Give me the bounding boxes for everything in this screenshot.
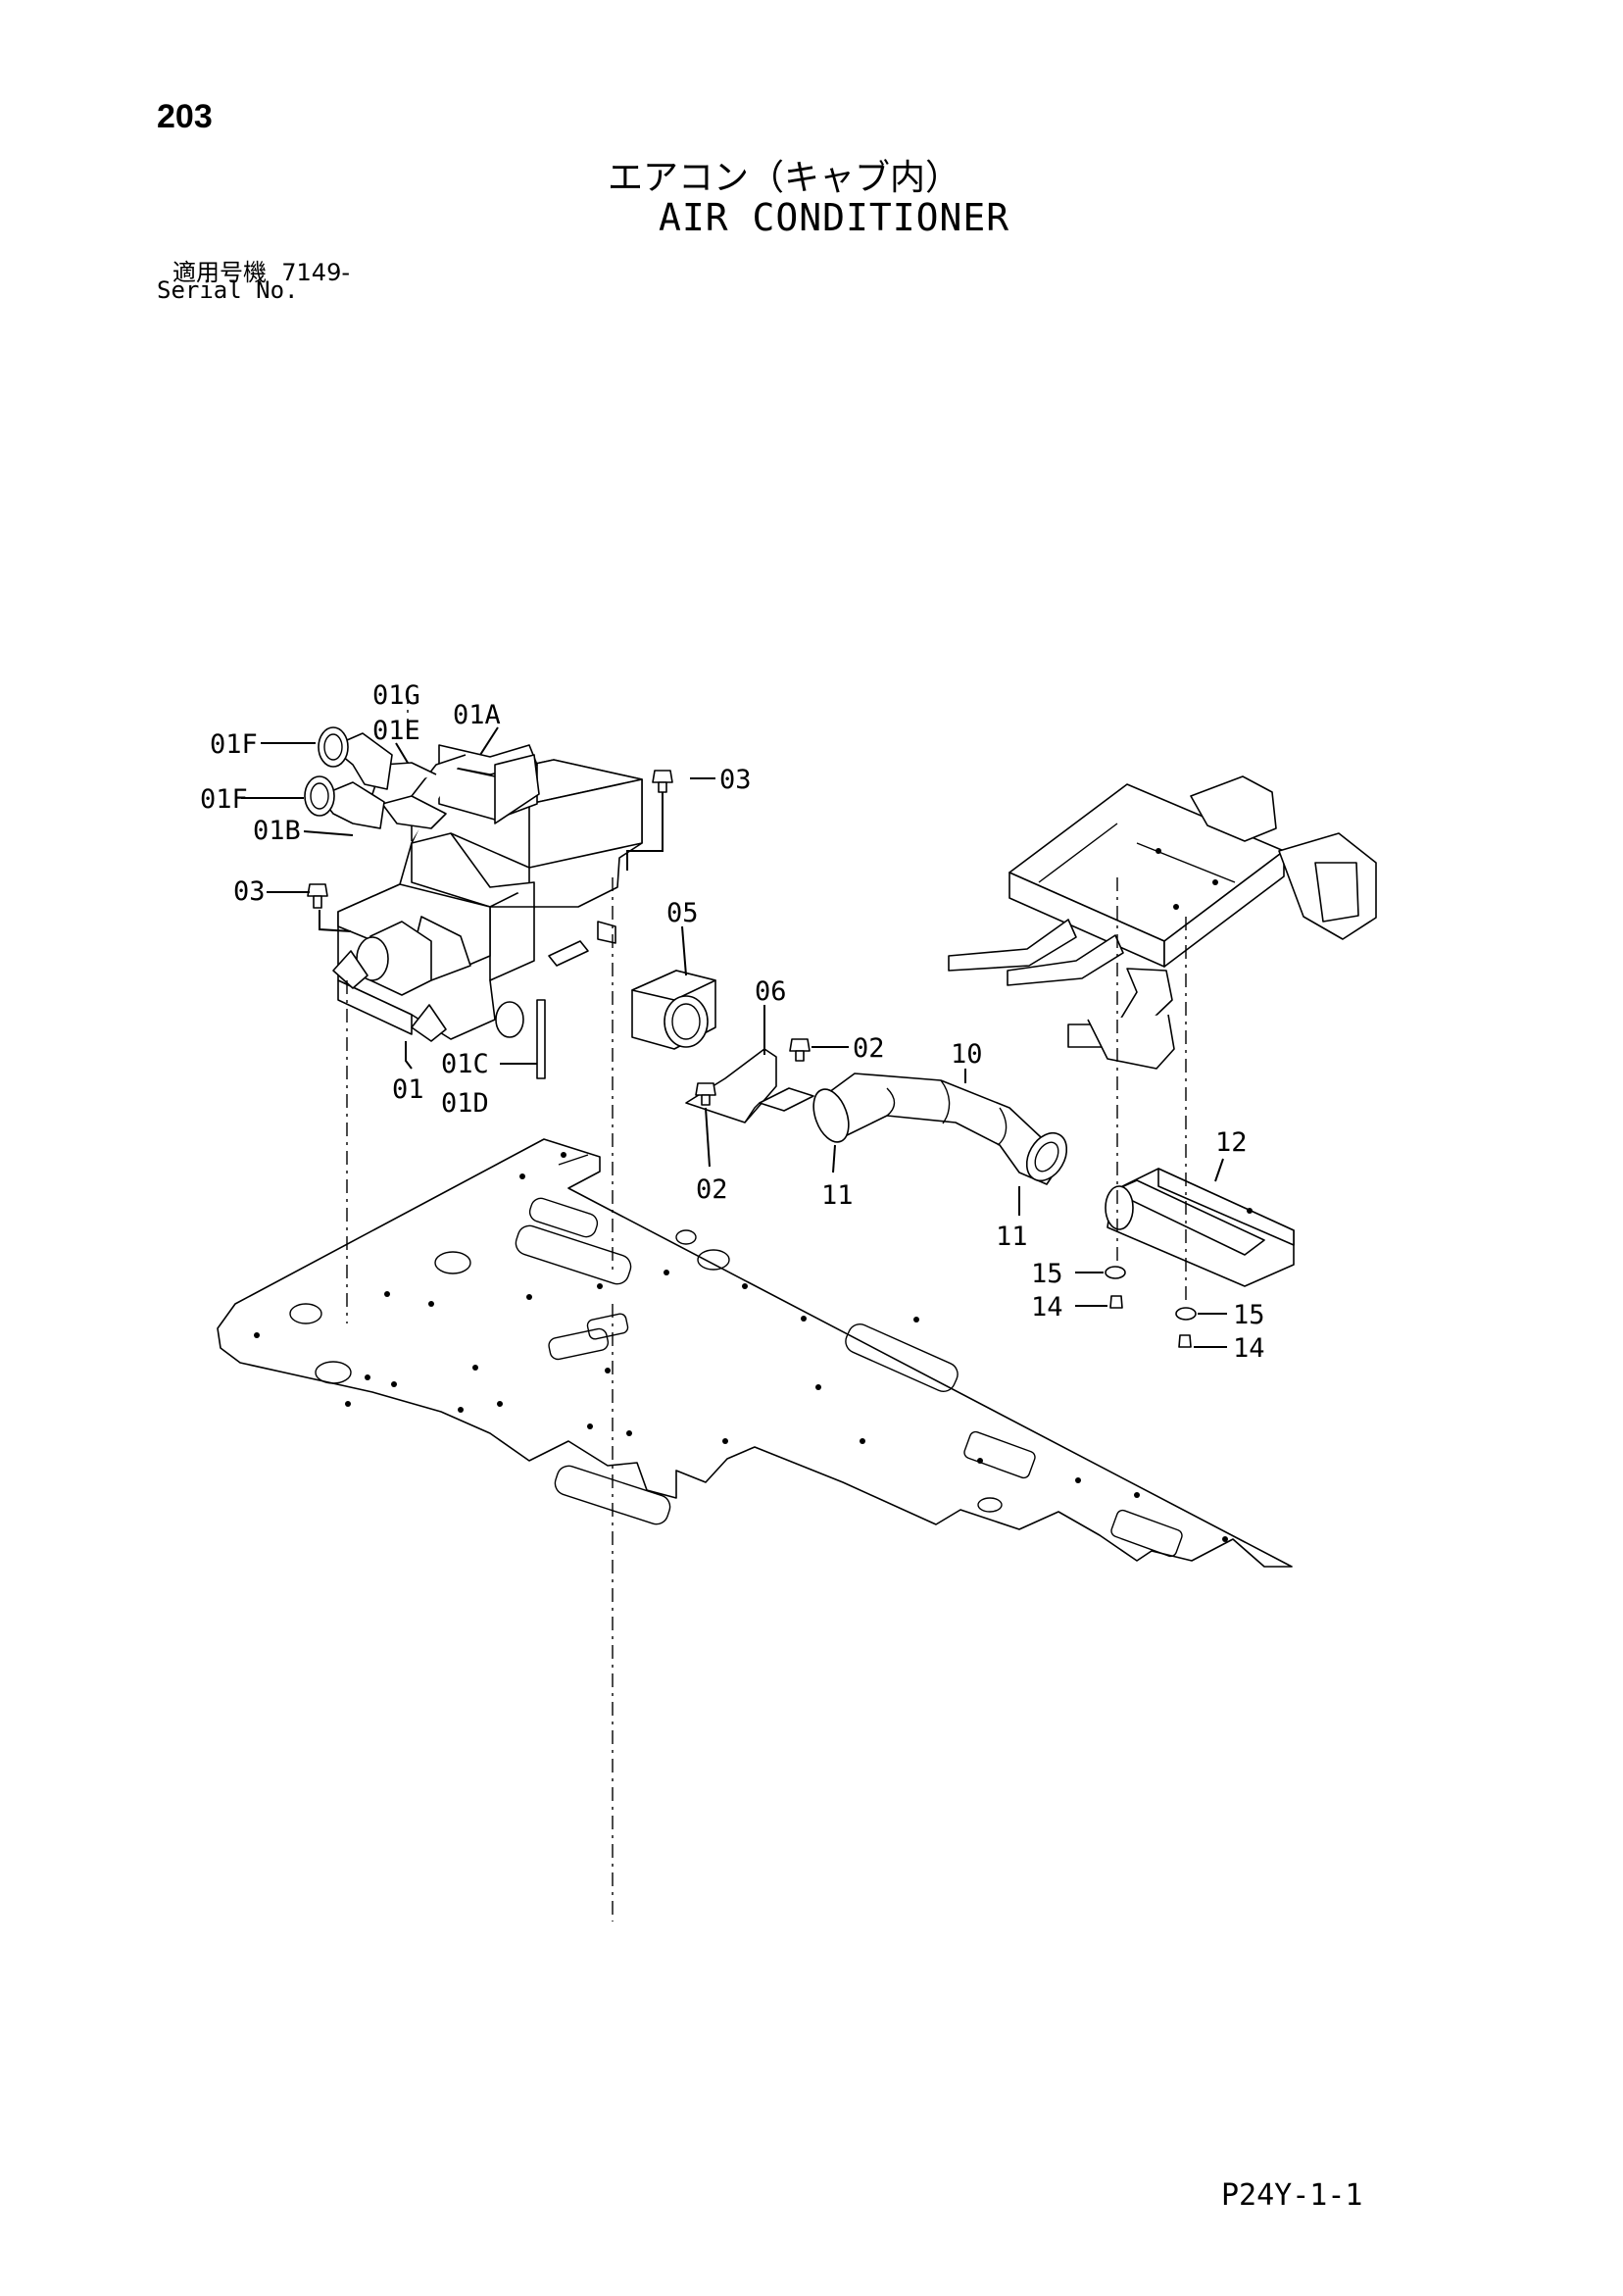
callout-10: 10 — [951, 1039, 983, 1070]
serial-value: 7149- — [281, 259, 351, 286]
leader-lines — [241, 726, 1227, 1348]
callout-02-lower: 02 — [696, 1174, 728, 1205]
callout-labels: 01G 01E 01A 01F 01F 01B 03 03 05 06 02 0… — [200, 680, 1265, 1364]
title-japanese: エアコン（キャブ内） — [608, 158, 961, 198]
callout-06: 06 — [755, 976, 787, 1007]
callout-01C: 01C — [441, 1049, 489, 1079]
callout-15-left: 15 — [1031, 1259, 1063, 1289]
callout-01B: 01B — [253, 816, 301, 846]
air-conditioner-unit — [304, 726, 643, 1079]
callout-01G: 01G — [372, 680, 420, 711]
callout-01E: 01E — [372, 716, 420, 746]
footer-code: P24Y-1-1 — [1221, 2178, 1363, 2213]
callout-11-left: 11 — [821, 1180, 854, 1211]
callout-03-right: 03 — [719, 765, 752, 795]
alignment-lines — [346, 690, 1187, 1922]
page-number: 203 — [157, 98, 213, 135]
floor-plate — [217, 1138, 1293, 1568]
callout-01: 01 — [392, 1074, 424, 1105]
flexible-hose — [812, 1073, 1068, 1185]
serial-label-jp: 適用号機 — [172, 259, 267, 286]
serial-label-en: Serial No. — [157, 276, 299, 304]
title-english: AIR CONDITIONER — [659, 196, 1010, 239]
duct-channel — [1105, 1168, 1295, 1287]
callout-03-left: 03 — [233, 876, 266, 907]
callout-01F-lower: 01F — [200, 784, 248, 815]
callout-15-right: 15 — [1233, 1300, 1265, 1330]
duct-box — [631, 970, 716, 1050]
callout-05: 05 — [666, 898, 699, 928]
serial-applicability: 適用号機 7149- — [172, 253, 350, 287]
fasteners — [307, 770, 1197, 1348]
callout-01A: 01A — [453, 700, 501, 730]
callout-01D: 01D — [441, 1088, 489, 1119]
callout-11-right: 11 — [996, 1222, 1028, 1252]
cab-frame — [948, 775, 1377, 1070]
callout-14-right: 14 — [1233, 1333, 1265, 1364]
callout-02-upper: 02 — [853, 1033, 885, 1064]
callout-01F-upper: 01F — [210, 729, 258, 760]
callout-12: 12 — [1215, 1127, 1248, 1158]
callout-14-left: 14 — [1031, 1292, 1063, 1323]
